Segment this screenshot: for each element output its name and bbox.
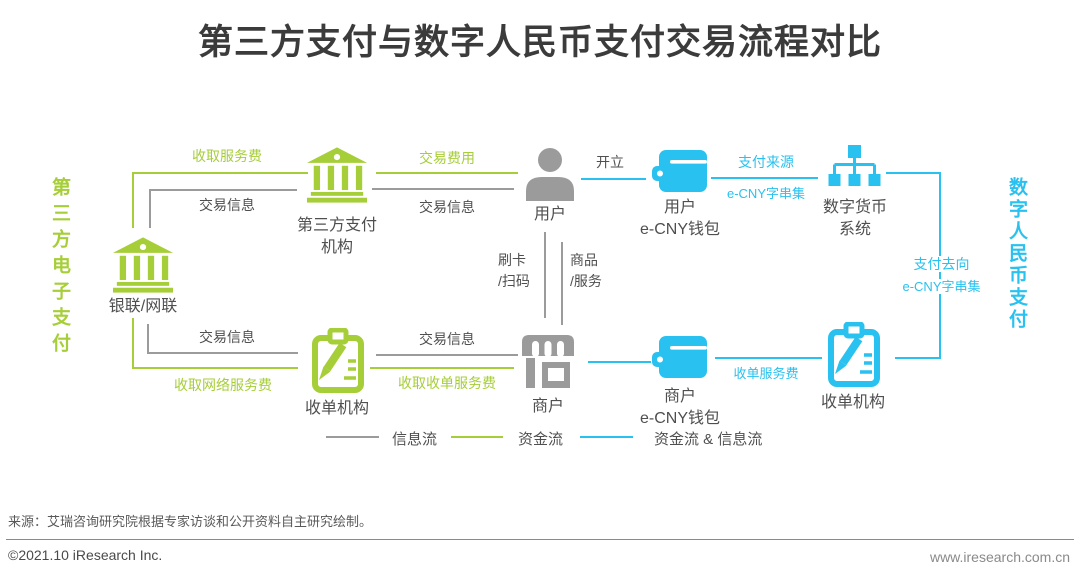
clipboard-pen-icon bbox=[312, 328, 364, 393]
edge-label-open: 开立 bbox=[596, 154, 624, 170]
edge-label-service-fee: 收取服务费 bbox=[192, 148, 262, 164]
left-section-label: 第三方电子支付 bbox=[49, 177, 70, 359]
edge-label-txn-info-user: 交易信息 bbox=[419, 199, 475, 215]
edge-txn-info-top-left-line bbox=[149, 189, 297, 228]
legend-fund-info-flow-label: 资金流 & 信息流 bbox=[654, 431, 763, 448]
page-title: 第三方支付与数字人民币支付交易流程对比 bbox=[197, 23, 882, 62]
node-label-merchant-wallet: 商户 e-CNY钱包 bbox=[639, 388, 720, 427]
edge-service-fee-line bbox=[132, 172, 308, 228]
clipboard-pen-icon bbox=[828, 322, 880, 387]
node-label-acquirer-left: 收单机构 bbox=[304, 400, 369, 417]
edge-label-pay-dest-1: 支付去向 bbox=[884, 254, 999, 275]
footer-divider bbox=[6, 539, 1074, 540]
edge-label-network-fee: 收取网络服务费 bbox=[174, 377, 272, 393]
edge-txn-info-bottom-left-line bbox=[147, 324, 298, 354]
edge-label-swipe-scan: 刷卡 /扫码 bbox=[498, 252, 530, 289]
person-icon bbox=[526, 148, 574, 201]
edge-label-txn-info-bottom-left: 交易信息 bbox=[199, 329, 255, 345]
source-note: 来源：艾瑞咨询研究院根据专家访谈和公开资料自主研究绘制。 bbox=[8, 514, 373, 529]
edge-label-pay-source-1: 支付来源 bbox=[738, 154, 794, 170]
edge-label-goods-service: 商品 /服务 bbox=[570, 252, 602, 289]
wallet-icon bbox=[652, 150, 707, 192]
wallet-icon bbox=[652, 336, 707, 378]
edge-label-pay-dest-1-text: 支付去向 bbox=[911, 256, 972, 272]
edge-label-txn-fee: 交易费用 bbox=[419, 150, 475, 166]
edge-label-txn-info-merchant: 交易信息 bbox=[419, 331, 475, 347]
edge-label-collect-acq-fee: 收取收单服务费 bbox=[398, 375, 496, 391]
edge-label-acq-service-fee: 收单服务费 bbox=[733, 366, 799, 381]
edge-label-pay-source-2: e-CNY字串集 bbox=[726, 186, 805, 201]
store-icon bbox=[522, 335, 574, 388]
node-label-user: 用户 bbox=[533, 206, 566, 223]
right-section-label: 数字人民币支付 bbox=[1006, 177, 1027, 331]
legend-fund-flow-label: 资金流 bbox=[518, 431, 564, 448]
node-label-dc-system: 数字货币 系统 bbox=[822, 199, 887, 238]
bank-icon bbox=[112, 237, 174, 293]
bank-icon bbox=[306, 147, 368, 203]
hierarchy-icon bbox=[828, 145, 881, 186]
node-label-user-wallet: 用户 e-CNY钱包 bbox=[639, 199, 720, 238]
edge-label-pay-dest-2: e-CNY字串集 bbox=[884, 277, 999, 297]
node-label-acquirer-right: 收单机构 bbox=[820, 394, 885, 411]
edge-label-txn-info-top-left: 交易信息 bbox=[199, 197, 255, 213]
copyright-text: ©2021.10 iResearch Inc. bbox=[8, 547, 163, 563]
legend-info-flow-label: 信息流 bbox=[392, 431, 438, 448]
node-label-unionpay: 银联/网联 bbox=[108, 298, 178, 315]
website-url: www.iresearch.com.cn bbox=[929, 549, 1070, 565]
edge-label-pay-dest-2-text: e-CNY字串集 bbox=[900, 279, 983, 294]
node-label-third-party: 第三方支付 机构 bbox=[296, 217, 377, 256]
edge-network-fee-line bbox=[132, 318, 298, 369]
node-label-merchant: 商户 bbox=[531, 398, 564, 415]
